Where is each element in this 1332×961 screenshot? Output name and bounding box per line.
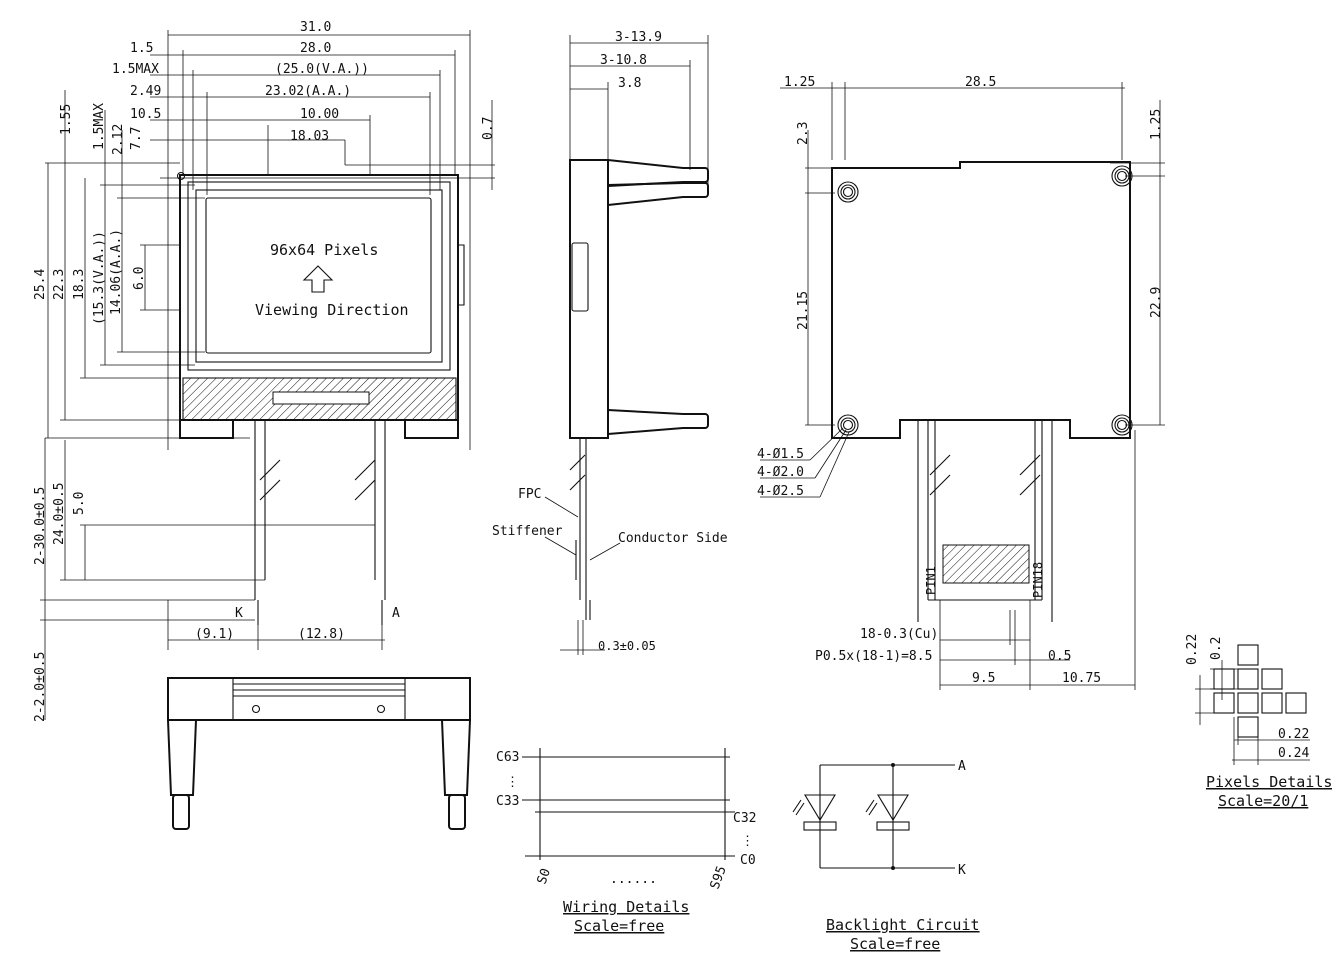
- front-view: 31.0 1.5 28.0 1.5MAX (25.0(V.A.)) 2.49 2…: [33, 20, 496, 722]
- dim-10-75: 10.75: [1062, 671, 1101, 686]
- wiring-title: Wiring Details: [563, 898, 689, 916]
- wiring-vdots-right: ⋮: [741, 834, 754, 849]
- wiring-c33: C33: [496, 794, 519, 809]
- dim-6-0: 6.0: [132, 267, 147, 290]
- dim-24-0: 24.0±0.5: [52, 482, 67, 545]
- backlight-title: Backlight Circuit: [826, 916, 980, 934]
- pin18-label: PIN18: [1031, 562, 1045, 598]
- back-fpc: [917, 420, 1053, 622]
- dim-2-30-0: 2-30.0±0.5: [33, 487, 48, 565]
- dim-7-7: 7.7: [129, 127, 144, 150]
- hole-2-0: 4-Ø2.0: [757, 465, 804, 480]
- dim-12-8: (12.8): [298, 627, 345, 642]
- dim-1-55: 1.55: [59, 104, 74, 135]
- backlight-scale: Scale=free: [850, 935, 940, 953]
- dim-21-15: 21.15: [796, 291, 811, 330]
- pixels-details: 0.22 0.2 0.22 0.24 Pixels Details Scale=…: [1185, 634, 1332, 810]
- wiring-s0: S0: [535, 867, 554, 887]
- pitch-cu: 18-0.3(Cu): [860, 627, 938, 642]
- wiring-scale: Scale=free: [574, 917, 664, 935]
- hole-1-5: 4-Ø1.5: [757, 447, 804, 462]
- dim-1-5: 1.5: [130, 41, 153, 56]
- dim-5-0: 5.0: [72, 492, 87, 515]
- wiring-dots: ......: [610, 872, 657, 887]
- dim-1-5max: 1.5MAX: [112, 62, 159, 77]
- wiring-details: C63 ⋮ C33 C32 ⋮ C0 S0 S95 ...... Wiring …: [496, 748, 756, 935]
- pixel-dim-0-22-a: 0.22: [1185, 634, 1200, 665]
- dim-15-3-va: (15.3(V.A.)): [92, 231, 107, 325]
- backlight-a: A: [958, 759, 966, 774]
- dim-9-1: (9.1): [195, 627, 234, 642]
- backlight-k: K: [958, 863, 966, 878]
- dim-1-25-top: 1.25: [784, 75, 815, 90]
- dim-9-5: 9.5: [972, 671, 995, 686]
- wiring-s95: S95: [708, 864, 730, 891]
- pin-a-label: A: [392, 606, 400, 621]
- pixels-label: 96x64 Pixels: [270, 241, 378, 259]
- pixel-dim-0-2: 0.2: [1209, 637, 1224, 660]
- stiffener-label: Stiffener: [492, 524, 563, 539]
- dim-22-3: 22.3: [52, 269, 67, 300]
- dim-25-va: (25.0(V.A.)): [275, 62, 369, 77]
- dim-2-12: 2.12: [111, 124, 126, 155]
- wiring-c32: C32: [733, 811, 756, 826]
- dim-10-00: 10.00: [300, 107, 339, 122]
- dim-2-3: 2.3: [796, 122, 811, 145]
- dim-14-06-aa: 14.06(A.A.): [109, 229, 124, 315]
- dim-10-5: 10.5: [130, 107, 161, 122]
- dim-1-25-right: 1.25: [1149, 109, 1164, 140]
- front-dimension-labels: 31.0 1.5 28.0 1.5MAX (25.0(V.A.)) 2.49 2…: [33, 20, 496, 722]
- pixels-details-title: Pixels Details: [1206, 773, 1332, 791]
- dim-18-3: 18.3: [72, 269, 87, 300]
- dim-22-9: 22.9: [1149, 287, 1164, 318]
- wiring-c0: C0: [740, 853, 756, 868]
- lcd-body-front: [176, 171, 465, 625]
- dim-23-02-aa: 23.02(A.A.): [265, 84, 351, 99]
- fpc-label: FPC: [518, 487, 541, 502]
- pixels-details-scale: Scale=20/1: [1218, 792, 1308, 810]
- top-view: [167, 677, 471, 830]
- pixel-dim-0-22-b: 0.22: [1278, 727, 1309, 742]
- pixel-dim-0-24: 0.24: [1278, 746, 1309, 761]
- dim-28-5: 28.5: [965, 75, 996, 90]
- dim-2-49: 2.49: [130, 84, 161, 99]
- hole-2-5: 4-Ø2.5: [757, 484, 804, 499]
- dim-0-5: 0.5: [1048, 649, 1071, 664]
- wiring-c63: C63: [496, 750, 519, 765]
- dim-3-13-9: 3-13.9: [615, 30, 662, 45]
- pitch-total: P0.5x(18-1)=8.5: [815, 649, 932, 664]
- dim-1-5max-v: 1.5MAX: [92, 103, 107, 150]
- dim-28-0: 28.0: [300, 41, 331, 56]
- backlight-circuit: A K Backlight Circuit Scale=free: [792, 759, 980, 953]
- dim-0-7: 0.7: [481, 117, 496, 140]
- mounting-holes: [837, 165, 1133, 436]
- viewing-direction-label: Viewing Direction: [255, 301, 409, 319]
- back-view: 1.25 28.5 2.3 1.25 21.15 22.9 4-Ø1.5 4-Ø…: [757, 75, 1165, 690]
- dim-31-0: 31.0: [300, 20, 331, 35]
- pin1-label: PIN1: [924, 566, 938, 595]
- dim-3-8: 3.8: [618, 76, 641, 91]
- conductor-side-label: Conductor Side: [618, 531, 728, 546]
- thickness-label: 0.3±0.05: [598, 639, 656, 653]
- pin-k-label: K: [235, 606, 243, 621]
- side-view: 3-13.9 3-10.8 3.8 FPC Stiffener Conducto…: [492, 30, 728, 655]
- dim-2-2-0: 2-2.0±0.5: [33, 652, 48, 722]
- front-dimension-lines: [40, 30, 495, 720]
- dim-18-03: 18.03: [290, 129, 329, 144]
- dim-25-4: 25.4: [33, 269, 48, 300]
- wiring-vdots-left: ⋮: [506, 775, 519, 790]
- dim-3-10-8: 3-10.8: [600, 53, 647, 68]
